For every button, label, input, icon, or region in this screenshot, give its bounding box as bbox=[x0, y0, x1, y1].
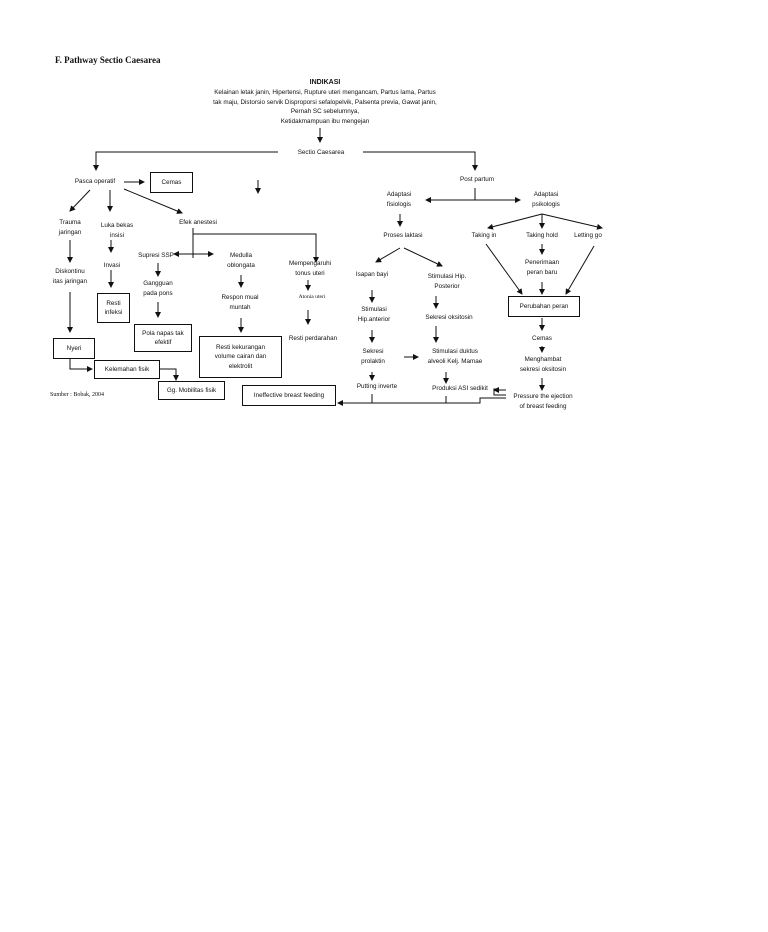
node-sectio-caesarea: Sectio Caesarea bbox=[297, 149, 345, 156]
node-adaptasi-psikologis: Adaptasi psikologis bbox=[532, 191, 560, 208]
node-pressure-ejection: Pressure the ejection of breast feeding bbox=[513, 393, 573, 410]
node-medulla-oblongata: Medulla oblongata bbox=[227, 252, 255, 269]
box-kelemahan-fisik: Kelemahan fisik bbox=[94, 360, 160, 379]
node-menghambat-oksitosin: Menghambat sekresi oksitosin bbox=[519, 356, 567, 373]
node-luka-bekas-insisi: Luka bekas insisi bbox=[100, 222, 134, 239]
node-penerimaan-peran: Penerimaan peran baru bbox=[525, 259, 559, 276]
node-resti-perdarahan: Resti perdarahan bbox=[288, 335, 338, 342]
section-title: F. Pathway Sectio Caesarea bbox=[55, 55, 161, 65]
indikasi-heading: INDIKASI bbox=[309, 79, 341, 86]
node-adaptasi-fisiologis: Adaptasi fisiologis bbox=[386, 191, 412, 208]
box-resti-infeksi: Resti infeksi bbox=[97, 293, 130, 323]
node-stimulasi-hip-anterior: Stimulasi Hip.anterior bbox=[357, 306, 391, 323]
node-taking-in: Taking in bbox=[471, 232, 497, 239]
source-citation: Sumber : Bobak, 2004 bbox=[50, 392, 104, 398]
box-cemas: Cemas bbox=[150, 172, 193, 193]
box-nyeri: Nyeri bbox=[53, 338, 95, 359]
indikasi-text: Kelainan letak janin, Hipertensi, Ruptur… bbox=[213, 89, 437, 125]
node-diskontinuitas: Diskontinu itas jaringan bbox=[53, 268, 87, 285]
node-isapan-bayi: Isapan bayi bbox=[355, 271, 389, 278]
node-sekresi-oksitosin: Sekresi oksitosin bbox=[425, 314, 473, 321]
node-letting-go: Letting go bbox=[574, 232, 602, 239]
node-putting-inverte: Putting inverte bbox=[356, 383, 398, 390]
node-mempengaruhi-tonus: Mempengaruhi tonus uteri bbox=[288, 260, 331, 277]
node-respon-mual: Respon mual muntah bbox=[221, 294, 259, 311]
node-cemas-2: Cemas bbox=[532, 335, 552, 342]
box-pola-napas: Pola napas tak efektif bbox=[134, 324, 192, 352]
node-proses-laktasi: Proses laktasi bbox=[383, 232, 423, 239]
node-produksi-asi: Produksi ASI sedikit bbox=[432, 385, 488, 392]
node-pasca-operatif: Pasca operatif bbox=[74, 178, 116, 185]
node-trauma-jaringan: Trauma jaringan bbox=[58, 219, 82, 236]
node-atonia-uteri: Atonia uteri bbox=[298, 294, 326, 300]
node-stimulasi-hip-posterior: Stimulasi Hip. Posterior bbox=[427, 273, 467, 290]
node-gangguan-pons: Gangguan pada pons bbox=[143, 280, 173, 297]
node-supresi-ssp: Supresi SSP bbox=[138, 252, 174, 259]
box-gg-mobilitas: Gg. Mobilitas fisik bbox=[158, 381, 225, 400]
node-sekresi-prolaktin: Sekresi prolaktin bbox=[361, 348, 385, 365]
box-perubahan-peran: Perubahan peran bbox=[508, 296, 580, 317]
node-post-partum: Post partum bbox=[460, 176, 494, 183]
node-taking-hold: Taking hold bbox=[526, 232, 558, 239]
node-stimulasi-duktus: Stimulasi duktus alveoli Kelj. Mamae bbox=[427, 348, 483, 365]
node-invasi: Invasi bbox=[103, 262, 121, 269]
node-efek-anestesi: Efek anestesi bbox=[179, 219, 217, 226]
box-ineffective-breast-feeding: Ineffective breast feeding bbox=[242, 385, 336, 406]
box-resti-kekurangan: Resti kekurangan volume cairan dan elekt… bbox=[199, 336, 282, 378]
